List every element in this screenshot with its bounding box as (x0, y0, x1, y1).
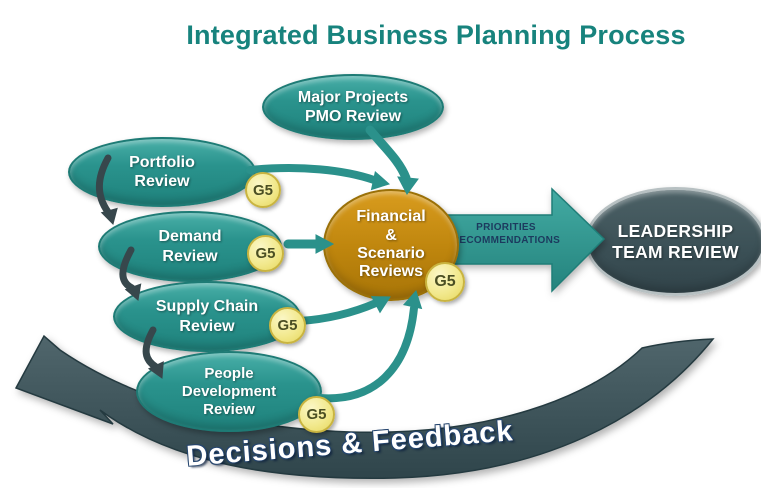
g5-badge-label: G5 (252, 181, 273, 199)
node-label: Demand (158, 228, 222, 246)
node-label: Financial (356, 208, 426, 226)
diagram-title: Integrated Business Planning Process (186, 20, 686, 50)
node-label: TEAM REVIEW (612, 241, 739, 262)
g5-badge-label: G5 (255, 245, 276, 262)
arrow-supply-to-people (142, 326, 164, 379)
arrow-major-projects-to-financial (365, 125, 419, 195)
node-leadership-team-review: LEADERSHIP TEAM REVIEW (585, 187, 761, 296)
recommendations-line: RECOMMENDATIONS (451, 235, 561, 246)
arrow-portfolio-to-demand (95, 154, 118, 225)
node-label: Review (134, 173, 190, 190)
node-people-development-review: People Development Review (136, 351, 322, 432)
node-label: Review (179, 317, 235, 335)
g5-badge-label: G5 (277, 317, 298, 334)
g5-badge-demand: G5 (247, 235, 284, 272)
g5-badge-people-development: G5 (298, 396, 335, 433)
node-label: Portfolio (129, 153, 195, 171)
node-label: People (204, 364, 254, 382)
node-major-projects-pmo-review: Major Projects PMO Review (262, 74, 444, 140)
feedback-band-shape (14, 334, 715, 480)
node-label: Supply Chain (155, 298, 259, 316)
g5-badge-portfolio: G5 (245, 172, 281, 208)
node-label: Development (181, 382, 277, 400)
node-supply-chain-review: Supply Chain Review (113, 281, 301, 352)
node-label: Major Projects (297, 88, 409, 106)
node-label: LEADERSHIP (617, 220, 734, 241)
g5-badge-label: G5 (434, 273, 456, 290)
priorities-line: PRIORITIES (476, 222, 536, 233)
g5-badge-supply-chain: G5 (269, 307, 306, 344)
arrow-demand-to-supply (119, 246, 142, 301)
g5-badge-label: G5 (306, 406, 327, 423)
node-label: Review (162, 247, 218, 265)
node-label: PMO Review (304, 108, 402, 125)
arrow-people-to-financial (316, 290, 423, 403)
node-label: Review (203, 400, 255, 418)
priorities-arrow-label: PRIORITIES RECOMMENDATIONS (440, 221, 572, 247)
g5-badge-financial: G5 (425, 262, 465, 302)
node-label: Scenario (357, 245, 425, 262)
arrow-supply-to-financial (296, 296, 391, 325)
node-label: & (385, 226, 397, 244)
node-label: Reviews (358, 263, 424, 281)
arrow-demand-to-financial (283, 234, 335, 254)
arrow-portfolio-to-financial (246, 164, 390, 191)
